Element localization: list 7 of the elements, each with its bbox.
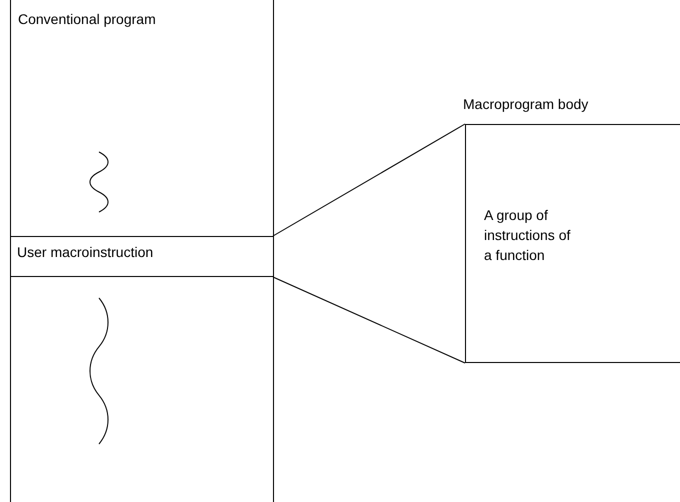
column-heading: Conventional program [18, 11, 156, 27]
macroinstruction-row: User macroinstruction [11, 236, 273, 277]
program-column [10, 0, 274, 502]
expansion-line [272, 276, 466, 364]
box-description: A group of instructions of a function [484, 206, 572, 265]
box-heading: Macroprogram body [463, 96, 588, 112]
expansion-line [272, 124, 466, 236]
